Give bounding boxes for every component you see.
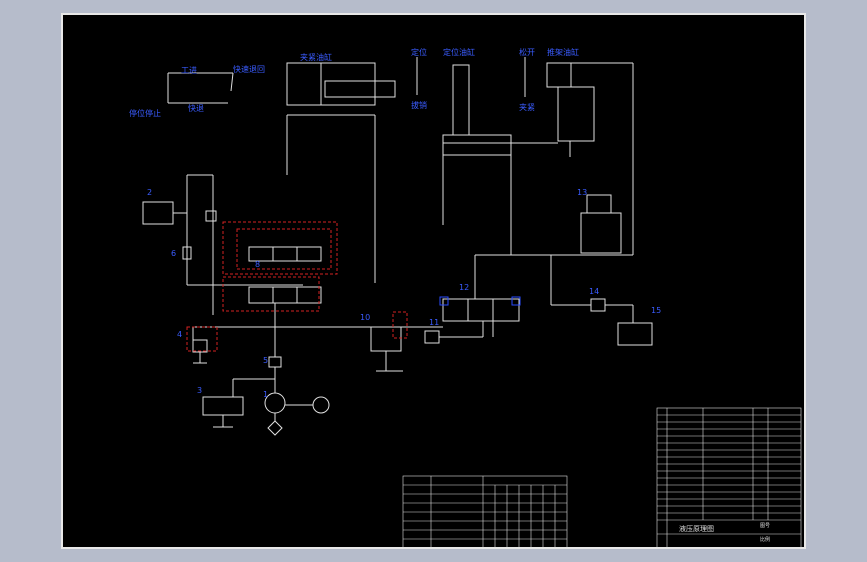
valve-group-lower-border bbox=[222, 276, 320, 312]
pressure-gauge-4 bbox=[192, 339, 208, 353]
clamp-cylinder bbox=[286, 62, 376, 106]
pressure-switch-2 bbox=[142, 201, 174, 225]
positioning-cylinder bbox=[442, 134, 512, 156]
pressure-relay-15 bbox=[617, 322, 653, 346]
component-5-label: 5 bbox=[263, 356, 268, 365]
component-13-label: 13 bbox=[577, 188, 587, 197]
valve-group-upper-border bbox=[222, 221, 338, 275]
fast-retreat-label: 快退 bbox=[188, 103, 204, 113]
push-cylinder-top bbox=[546, 62, 572, 88]
push-cylinder bbox=[557, 86, 595, 142]
check-valve-7 bbox=[205, 210, 217, 222]
oil-filter bbox=[267, 420, 283, 436]
work-feed-label: 工进 bbox=[181, 66, 197, 75]
component-12-label: 12 bbox=[459, 283, 469, 292]
push-cylinder-label: 推架油缸 bbox=[547, 47, 579, 57]
drawing-sheet: 夹紧油缸 定位油缸 推架油缸 工进 快速退回 快退 停位停止 定位 拔销 松开 … bbox=[61, 13, 806, 549]
component-15-label: 15 bbox=[651, 306, 661, 315]
component-1-label: 1 bbox=[263, 390, 268, 399]
component-14-label: 14 bbox=[589, 287, 599, 296]
clamp-cylinder-label: 夹紧油缸 bbox=[300, 52, 332, 62]
directional-valve-12 bbox=[442, 298, 520, 322]
solenoid-13-coil bbox=[586, 194, 612, 214]
component-10-label: 10 bbox=[360, 313, 370, 322]
electric-motor bbox=[312, 396, 330, 414]
component-6-label: 6 bbox=[171, 249, 176, 258]
rapid-return-label: 快速退回 bbox=[233, 64, 265, 74]
positioning-down-label: 拔销 bbox=[411, 100, 427, 110]
gauge-switch-border bbox=[186, 326, 218, 352]
solenoid-valve-13 bbox=[580, 212, 622, 254]
positioning-up-label: 定位 bbox=[411, 47, 427, 57]
check-valve-11 bbox=[424, 330, 440, 344]
reducing-valve-10 bbox=[370, 326, 402, 352]
stop-label: 停位停止 bbox=[129, 108, 161, 118]
throttle-valve-6 bbox=[182, 246, 192, 260]
solenoid-valve-lower bbox=[248, 286, 322, 304]
valve-group-inner-border bbox=[236, 228, 332, 270]
check-valve-14 bbox=[590, 298, 606, 312]
push-down-label: 夹紧 bbox=[519, 102, 535, 112]
check-valve-5 bbox=[268, 356, 282, 368]
positioning-cylinder-rod bbox=[452, 64, 470, 136]
component-11-label: 11 bbox=[429, 318, 439, 327]
component-4-label: 4 bbox=[177, 330, 182, 339]
relief-valve-3 bbox=[202, 396, 244, 416]
solenoid-valve-upper bbox=[248, 246, 322, 262]
component-2-label: 2 bbox=[147, 188, 152, 197]
push-up-label: 松开 bbox=[519, 47, 535, 57]
valve-12-right-solenoid bbox=[511, 296, 521, 306]
scale-label: 比例 bbox=[760, 536, 770, 543]
component-8-label: 8 bbox=[255, 260, 260, 269]
positioning-cylinder-label: 定位油缸 bbox=[443, 47, 475, 57]
hydraulic-schematic: 夹紧油缸 定位油缸 推架油缸 工进 快速退回 快退 停位停止 定位 拔销 松开 … bbox=[129, 47, 802, 549]
drawing-title: 液压原理图 bbox=[679, 524, 714, 533]
reducing-valve-pilot bbox=[392, 311, 408, 339]
sheet-number-label: 图号 bbox=[760, 523, 770, 529]
component-3-label: 3 bbox=[197, 386, 202, 395]
clamp-cylinder-rod bbox=[324, 80, 396, 98]
valve-12-left-solenoid bbox=[439, 296, 449, 306]
